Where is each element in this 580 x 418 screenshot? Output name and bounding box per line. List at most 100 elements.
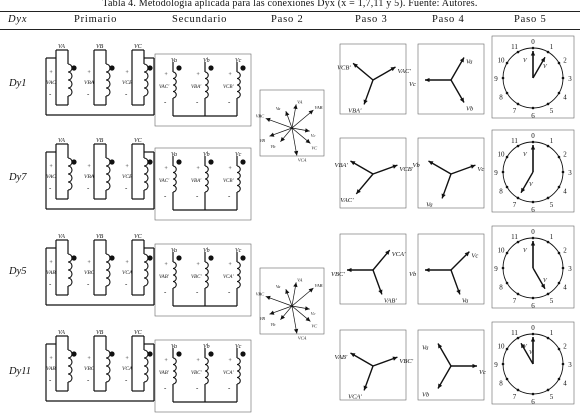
phasor-arrow [291, 287, 314, 307]
polarity-dot [240, 65, 246, 71]
phasor-arrow [450, 79, 465, 103]
line-voltage-label: VAC [46, 174, 56, 180]
primary-coil [67, 253, 73, 287]
phase-voltage-label: VB [96, 44, 104, 50]
clock-number: 5 [550, 297, 554, 305]
minus-sign: - [125, 376, 128, 384]
cell-frame [154, 243, 252, 317]
plus-sign: + [49, 70, 53, 76]
phasor-label: VB [259, 138, 265, 143]
clock-number: 5 [550, 393, 554, 401]
phase-voltage-label: Vc [235, 58, 242, 64]
clock-tick [557, 91, 561, 95]
phasor-arrow [450, 57, 465, 81]
polarity-dot [109, 65, 115, 71]
phasor-arrow [291, 305, 299, 334]
clock-number: 1 [550, 329, 554, 337]
arrow-head [470, 164, 476, 169]
polarity-dot [109, 351, 115, 357]
polarity-dot [208, 159, 214, 165]
clock-hand-label: V [523, 344, 528, 350]
arrow-head [540, 283, 545, 289]
secondary-coil [236, 261, 241, 289]
cell-frame [339, 329, 407, 401]
arrow-head [293, 150, 299, 156]
phasor-label: Vb [409, 271, 417, 278]
clock-hand-label: V [523, 152, 528, 158]
row-label-dy1: Dy1 [9, 78, 27, 89]
clock-tick [516, 336, 520, 340]
clock-hand-label: V [523, 58, 528, 64]
clock-number: 11 [511, 233, 518, 241]
phasor-label: VAC' [398, 68, 412, 75]
phase-voltage-label: VC [134, 330, 143, 336]
clock-number: 8 [499, 188, 503, 196]
row-label-dy11: Dy11 [9, 366, 31, 377]
clock-hand-VA [530, 145, 536, 172]
plus-sign: + [87, 356, 91, 362]
polarity-dot [147, 351, 153, 357]
clock-tick [546, 196, 550, 200]
line-voltage-label: VBA [84, 174, 95, 180]
phasor-arrow [372, 66, 396, 81]
phasor-label: Vb [466, 106, 474, 113]
arrow-head [530, 51, 536, 56]
line-voltage-label: VCB [122, 80, 133, 86]
primary-coil [143, 63, 149, 97]
line-voltage-label: VCB' [223, 85, 234, 90]
cell-frame [259, 267, 325, 335]
row-label-dy7: Dy7 [9, 172, 27, 183]
arrow-head [464, 251, 470, 257]
arrow-head [438, 343, 443, 349]
plus-sign: + [164, 262, 168, 268]
phasor-label: VCA [298, 158, 307, 163]
phasor-label: VAB [314, 105, 322, 110]
plus-sign: + [125, 164, 129, 170]
header-paso4: Paso 4 [432, 14, 465, 25]
clock-hand-VA [530, 337, 536, 364]
clock-tick [516, 240, 520, 244]
minus-sign: - [228, 192, 231, 200]
plus-sign: + [164, 166, 168, 172]
phase-voltage-label: VC [134, 44, 143, 50]
minus-sign: - [228, 98, 231, 106]
minus-sign: - [125, 184, 128, 192]
phase-voltage-label: Va [171, 248, 177, 254]
clock-tick [557, 281, 561, 285]
polarity-dot [71, 159, 77, 165]
phasor-arrow [437, 343, 452, 367]
polarity-dot [240, 255, 246, 261]
secondary-coil [172, 357, 177, 385]
clock-tick [516, 144, 520, 148]
phase-voltage-label: Vc [235, 248, 242, 254]
minus-sign: - [164, 192, 167, 200]
secondary-coil [236, 165, 241, 193]
arrow-head [390, 67, 396, 72]
minus-sign: - [125, 280, 128, 288]
clock-number: 2 [563, 247, 567, 255]
line-voltage-label: VCB [122, 174, 133, 180]
clock-tick [546, 50, 550, 54]
arrow-head [392, 356, 398, 361]
cell-frame [154, 339, 252, 413]
header-dyx: Dyx [8, 14, 28, 25]
phasor-arrow [450, 164, 476, 175]
clock-tick [505, 91, 509, 95]
polarity-dot [240, 159, 246, 165]
clock-hand-label: V [523, 248, 528, 254]
plus-sign: + [228, 166, 232, 172]
minus-sign: - [87, 184, 90, 192]
secondary-coil [236, 357, 241, 385]
arrow-head [385, 250, 390, 255]
line-voltage-label: VAB' [159, 275, 170, 280]
phase-voltage-label: VA [58, 44, 65, 50]
phasor-label: VAB' [334, 354, 347, 361]
clock-number: 10 [497, 343, 505, 351]
clock-tick [531, 296, 535, 300]
